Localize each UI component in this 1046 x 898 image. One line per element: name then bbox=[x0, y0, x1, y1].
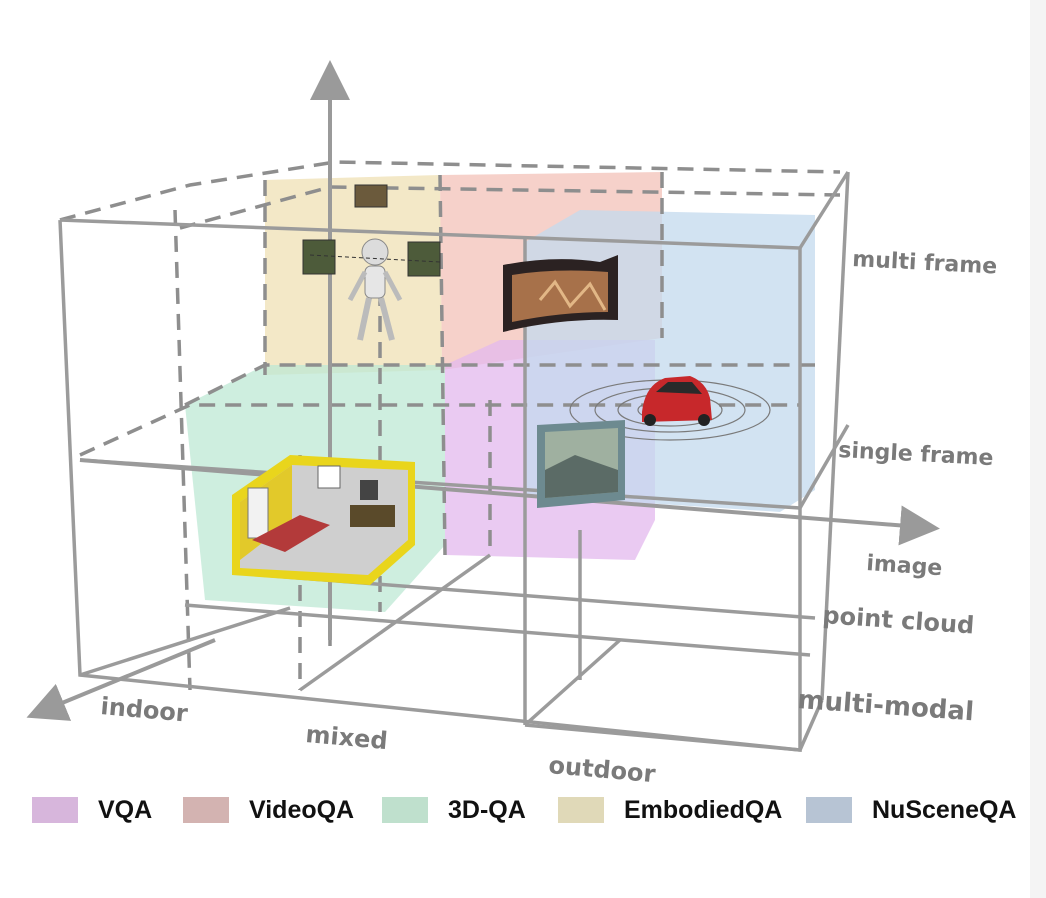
depth-axis bbox=[26, 638, 216, 721]
car-lidar-icon bbox=[569, 376, 771, 441]
legend-label-3dqa: 3D-QA bbox=[448, 795, 526, 824]
room-3d-icon bbox=[232, 455, 415, 585]
scene-label-indoor: indoor bbox=[99, 692, 189, 728]
legend-label-videoqa: VideoQA bbox=[249, 795, 355, 824]
film-strip-icon bbox=[503, 255, 618, 332]
legend-item-3dqa: 3D-QA bbox=[382, 790, 526, 830]
modality-label-image: image bbox=[866, 551, 944, 581]
modality-label-point-cloud: point cloud bbox=[822, 601, 976, 640]
legend-swatch-videoqa bbox=[183, 797, 229, 823]
legend-label-vqa: VQA bbox=[98, 795, 153, 824]
legend-item-embodiedqa: EmbodiedQA bbox=[558, 790, 782, 830]
modality-label-multi-modal: multi-modal bbox=[797, 685, 975, 727]
legend-swatch-nusceneqa bbox=[806, 797, 852, 823]
legend-label-embodiedqa: EmbodiedQA bbox=[624, 795, 783, 824]
robot-icon bbox=[302, 184, 441, 341]
legend-label-nusceneqa: NuSceneQA bbox=[872, 795, 1017, 824]
legend-swatch-embodiedqa bbox=[558, 797, 604, 823]
region-embodiedqa bbox=[265, 175, 442, 375]
horizontal-axis bbox=[79, 458, 940, 546]
legend-swatch-3dqa bbox=[382, 797, 428, 823]
frame-label-single: single frame bbox=[838, 438, 994, 471]
legend-item-videoqa: VideoQA bbox=[183, 790, 354, 830]
page-edge-strip bbox=[1030, 0, 1046, 898]
legend: VQA VideoQA 3D-QA EmbodiedQA NuSceneQA bbox=[0, 790, 1046, 830]
photo-icon bbox=[537, 420, 625, 508]
scene-label-outdoor: outdoor bbox=[547, 751, 656, 788]
scene-label-mixed: mixed bbox=[304, 720, 388, 755]
legend-item-nusceneqa: NuSceneQA bbox=[806, 790, 1016, 830]
legend-swatch-vqa bbox=[32, 797, 78, 823]
legend-item-vqa: VQA bbox=[32, 790, 152, 830]
frame-label-multi: multi frame bbox=[852, 247, 998, 280]
